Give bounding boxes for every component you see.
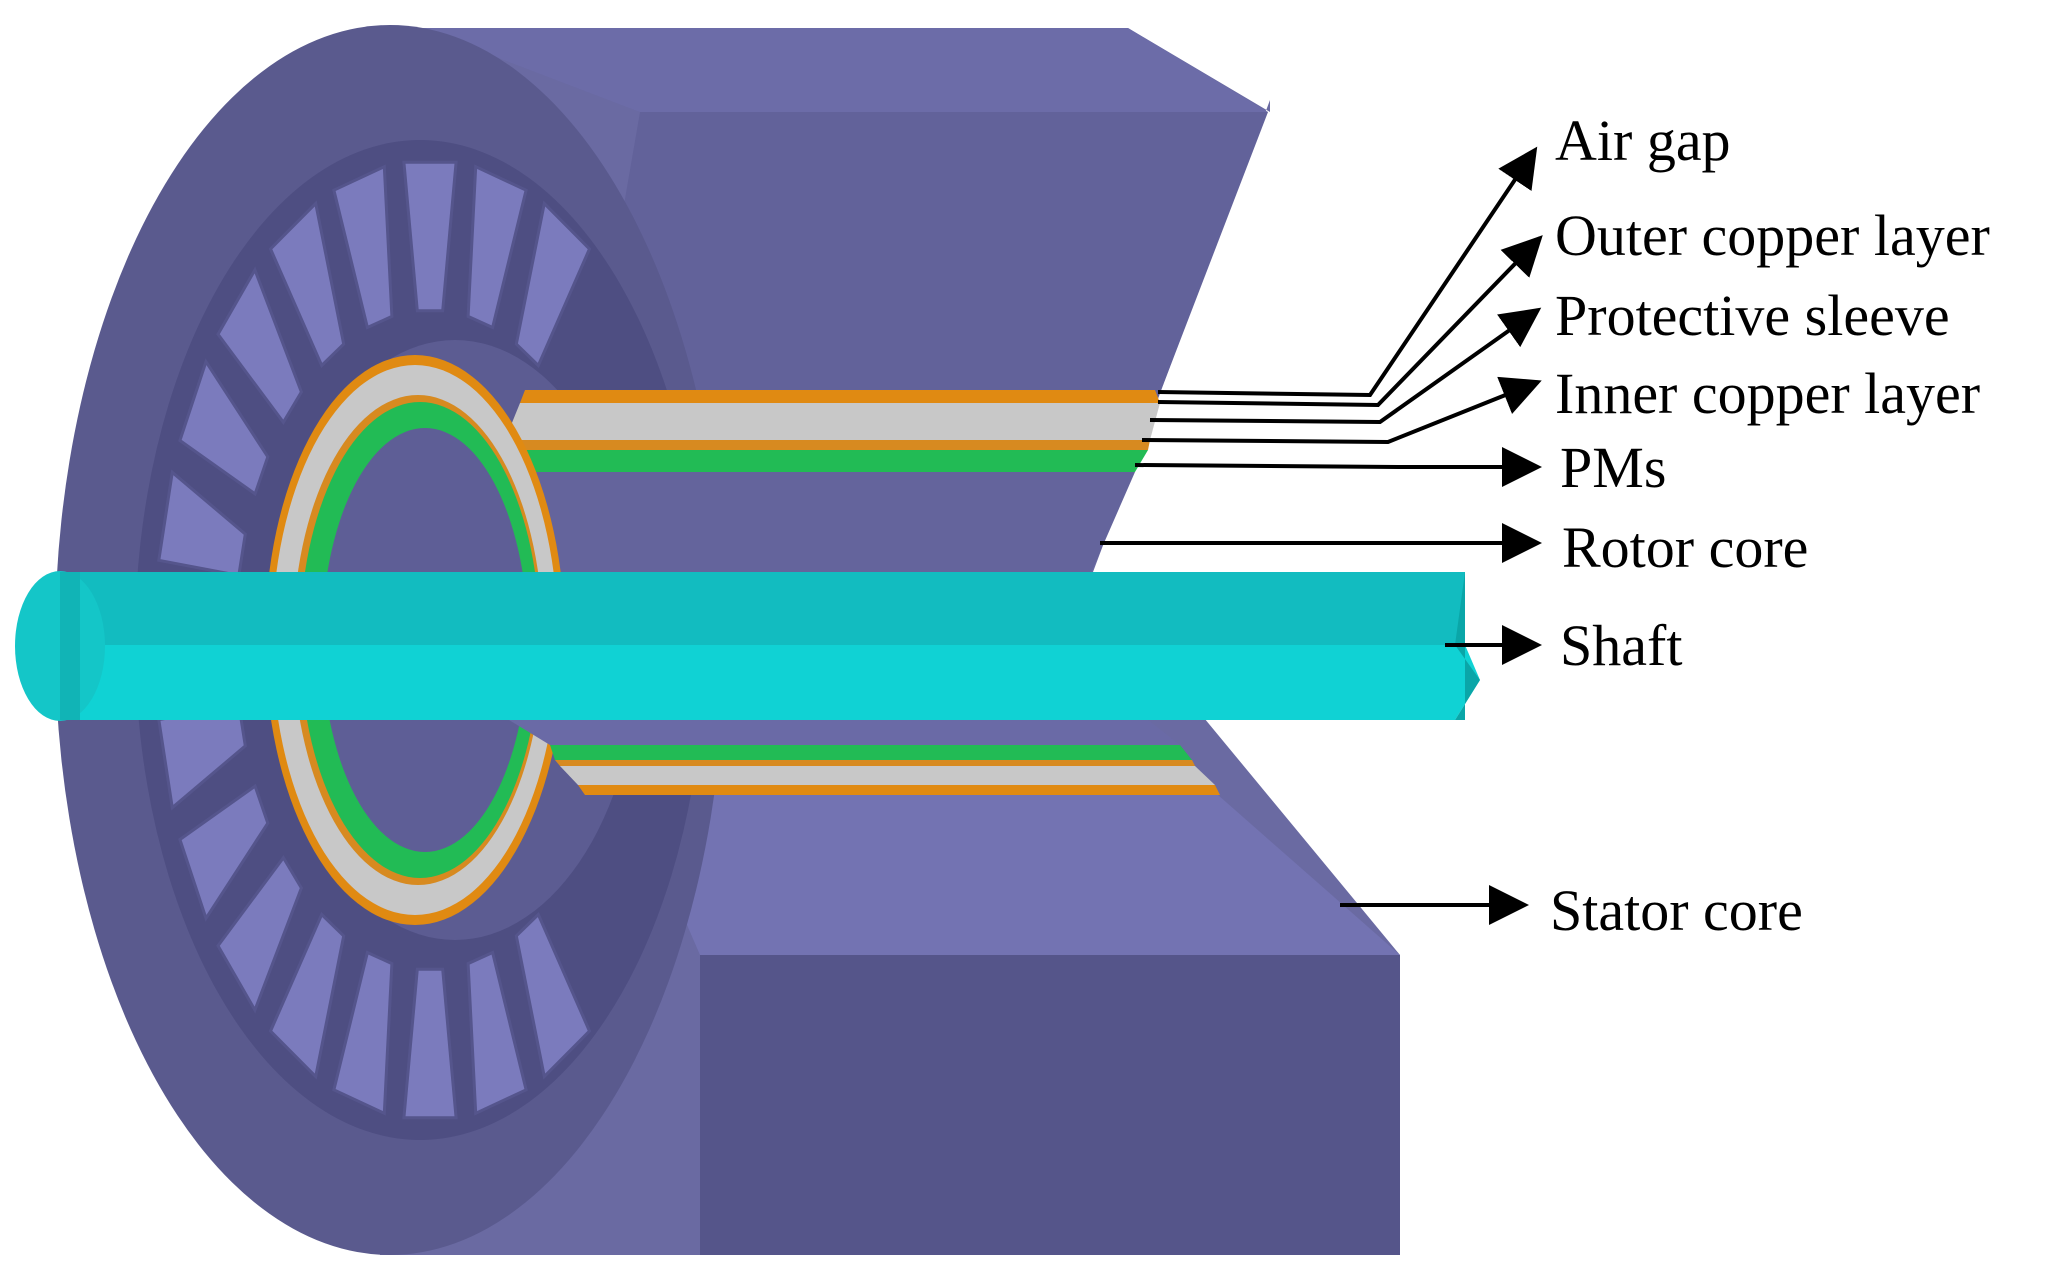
shaft-side-face: [60, 645, 1480, 720]
label-protective-sleeve: Protective sleeve: [1555, 283, 1950, 348]
leader-inner-copper-layer: [1141, 376, 1542, 445]
label-stator-core: Stator core: [1550, 878, 1803, 943]
sleeve-strip-lower: [560, 766, 1215, 785]
stator-slot: [466, 164, 528, 330]
rotor-core-face-upper: [460, 472, 1135, 575]
pm-strip-lower: [550, 745, 1192, 760]
outer-copper-strip-lower: [578, 785, 1220, 795]
rotor-layers-upper: [460, 390, 1160, 575]
stator-slot: [466, 950, 528, 1116]
stator-slot: [514, 911, 592, 1080]
shaft-front-cap-wedge: [60, 572, 80, 720]
leader-outer-copper-layer: [1157, 235, 1543, 408]
stator-slot: [332, 164, 394, 330]
leader-protective-sleeve: [1149, 307, 1542, 425]
label-pms: PMs: [1560, 435, 1666, 500]
stator-slot: [157, 469, 247, 578]
label-inner-copper-layer: Inner copper layer: [1555, 361, 1980, 426]
stator-slot: [332, 950, 394, 1116]
shaft: [15, 571, 1480, 721]
stator-core-bottom-side: [700, 955, 1400, 1255]
stator-slot: [402, 967, 458, 1120]
inner-copper-strip-upper: [500, 440, 1150, 450]
pm-strip-upper: [495, 450, 1148, 472]
stator-slot: [178, 783, 270, 922]
leader-pms: [1134, 447, 1542, 487]
labels: Air gap Outer copper layer Protective sl…: [1550, 108, 1990, 943]
outer-copper-strip-upper: [520, 390, 1160, 403]
inner-copper-strip-lower: [555, 760, 1195, 766]
label-shaft: Shaft: [1560, 613, 1682, 678]
stator-slot: [268, 200, 346, 369]
leader-air-gap: [1157, 146, 1538, 398]
label-outer-copper-layer: Outer copper layer: [1555, 203, 1990, 268]
label-air-gap: Air gap: [1555, 108, 1731, 173]
shaft-end-face: [1455, 572, 1480, 720]
stator-slot: [216, 854, 304, 1014]
stator-slot: [402, 160, 458, 313]
shaft-top-face: [60, 572, 1465, 645]
leader-lines: [1100, 146, 1543, 925]
label-rotor-core: Rotor core: [1562, 515, 1808, 580]
sleeve-strip-upper: [505, 403, 1160, 440]
stator-slot: [178, 358, 270, 497]
stator-slot: [514, 200, 592, 369]
stator-slot: [268, 911, 346, 1080]
stator-core-top-face: [420, 28, 1268, 112]
stator-slot: [216, 266, 304, 426]
